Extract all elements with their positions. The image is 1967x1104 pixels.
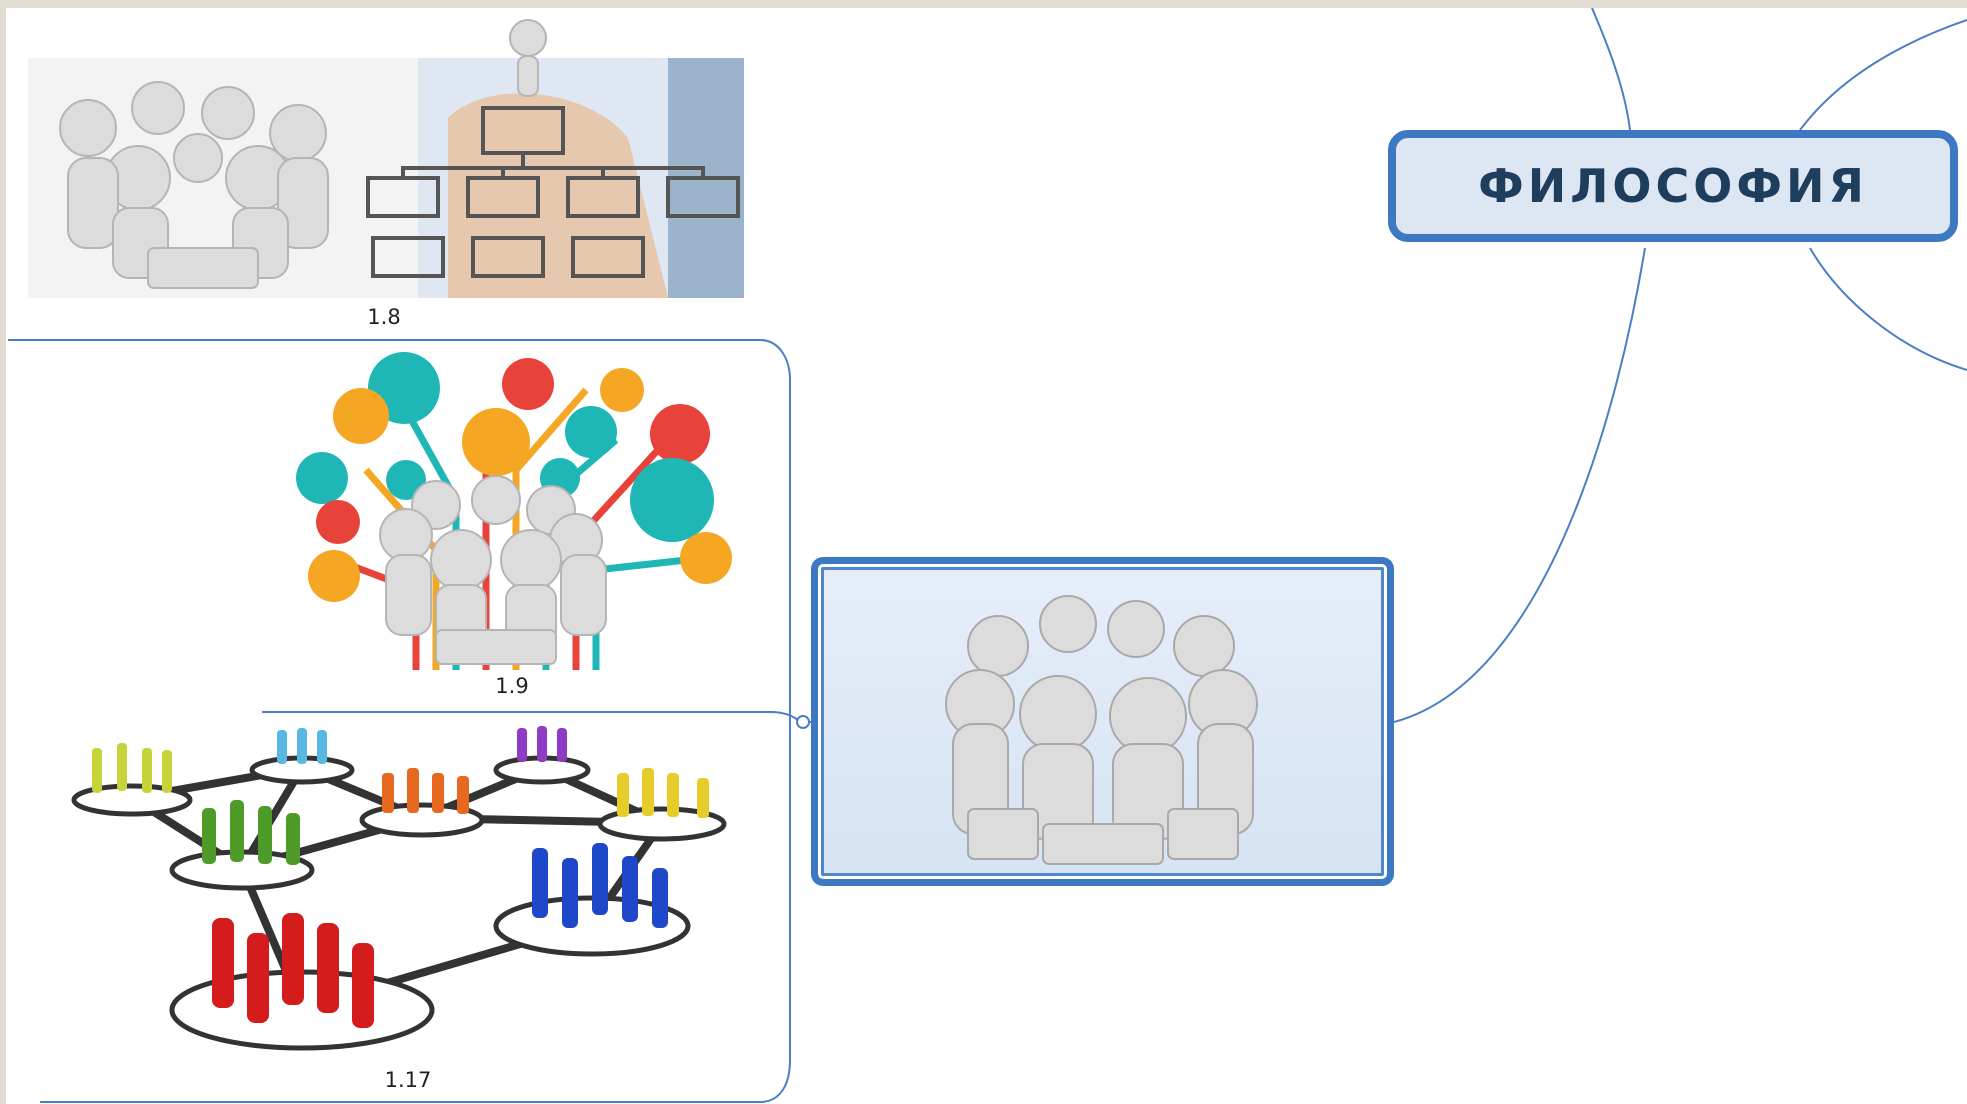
people-network-groups-image — [62, 718, 744, 1064]
image-caption: 1.17 — [384, 1068, 432, 1092]
connector-top — [1591, 7, 1631, 131]
image-1-9 — [286, 350, 744, 670]
central-topic-title: ФИЛОСОФИЯ — [1478, 159, 1868, 213]
image-caption: 1.9 — [495, 674, 529, 698]
image-caption: 1.8 — [367, 305, 401, 329]
connector-top-right — [1799, 19, 1967, 131]
figures-in-circle-and-org-chart-image — [28, 19, 744, 298]
bracket-1-17 — [40, 720, 791, 1103]
central-topic-node[interactable]: ФИЛОСОФИЯ — [1388, 130, 1958, 242]
subtopic-image-node[interactable] — [811, 557, 1394, 886]
figures-in-circle-image — [945, 595, 1258, 865]
bracket-1-8 — [8, 339, 791, 720]
image-1-8 — [28, 18, 744, 298]
connector-bottom-right — [1809, 247, 1967, 371]
figures-in-circle-with-icon-tree-image — [286, 350, 744, 670]
connector-to-subtopic — [1393, 247, 1646, 723]
image-1-17 — [62, 718, 744, 1064]
connector-junction — [796, 715, 810, 729]
